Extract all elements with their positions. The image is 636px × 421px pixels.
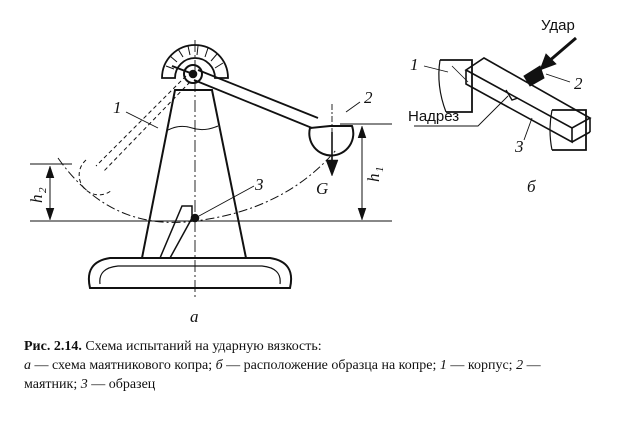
callout-pendulum-b: 2 — [574, 74, 583, 93]
right-support-break — [549, 109, 553, 151]
h2-arrow-bottom — [45, 207, 55, 221]
machine-base-inner — [99, 265, 281, 285]
svg-text:h: h — [364, 174, 383, 183]
leader-3 — [198, 185, 255, 217]
svg-text:1: 1 — [374, 167, 386, 173]
leader-2 — [345, 101, 361, 113]
left-support — [440, 59, 473, 113]
leader-notch — [414, 95, 509, 127]
part-label-b: б — [527, 177, 536, 196]
weight-force-arrowhead — [325, 159, 339, 177]
callout-specimen-a: 3 — [254, 175, 264, 194]
figure-caption: Рис. 2.14. Схема испытаний на ударную вя… — [24, 337, 620, 394]
callout-housing-b: 1 — [410, 55, 419, 74]
dial-ticks — [165, 45, 224, 70]
pivot-hub — [183, 64, 203, 84]
leader-b1 — [423, 65, 449, 73]
weight-label: G — [316, 179, 328, 198]
specimen-support — [159, 205, 193, 259]
caption-title-line: Рис. 2.14. Схема испытаний на ударную вя… — [24, 337, 620, 356]
impact-arrowhead — [539, 53, 557, 71]
callout-housing-a: 1 — [113, 98, 122, 117]
leader-b3 — [523, 117, 533, 141]
callout-pendulum-a: 2 — [364, 88, 373, 107]
specimen-placement-scheme — [414, 36, 592, 151]
pendulum-arm — [193, 69, 319, 129]
leader-1 — [125, 111, 159, 129]
caption-t3: — образец — [87, 377, 156, 392]
dial-pointer — [171, 65, 194, 75]
swing-arc — [57, 149, 337, 223]
right-support — [552, 109, 587, 151]
caption-number: Рис. 2.14. — [24, 339, 82, 354]
caption-a-letter: а — [24, 358, 31, 373]
caption-t2: — — [523, 358, 541, 373]
specimen-bar-front — [465, 70, 573, 144]
caption-n3: 3 — [80, 377, 88, 392]
machine-housing — [141, 89, 247, 259]
caption-n2: 2 — [516, 358, 524, 373]
notch — [505, 89, 519, 101]
caption-b-text: — расположение образца на копре; — [222, 358, 440, 373]
leader-b2 — [545, 73, 571, 83]
notch-label: Надрез — [408, 108, 459, 125]
h2-label: h 2 — [27, 187, 49, 203]
callout-specimen-b: 3 — [514, 137, 524, 156]
impact-arrow — [547, 36, 577, 64]
caption-legend: а — схема маятникового копра; б — распол… — [24, 356, 620, 394]
machine-base — [88, 257, 292, 289]
caption-t2b: маятник; — [24, 377, 81, 392]
scale-dial — [161, 44, 229, 79]
impact-label: Удар — [541, 17, 575, 34]
caption-n1: 1 — [439, 358, 447, 373]
caption-title: Схема испытаний на ударную вязкость: — [85, 339, 322, 354]
h2-arrow-top — [45, 165, 55, 179]
h1-label: h 1 — [364, 167, 386, 183]
left-support-break — [438, 59, 447, 113]
pendulum-machine-scheme — [30, 40, 392, 298]
pendulum-arm-after — [95, 75, 191, 173]
striker — [523, 65, 545, 87]
caption-b-letter: б — [215, 358, 223, 373]
pendulum-head-after — [78, 159, 113, 196]
h1-arrow-bottom — [357, 207, 367, 221]
pendulum-head — [308, 125, 355, 157]
caption-a-text: — схема маятникового копра; — [31, 358, 216, 373]
h1-arrow-top — [357, 125, 367, 139]
svg-text:h: h — [27, 195, 46, 204]
specimen-bar-edge2 — [571, 131, 591, 143]
caption-t1: — корпус; — [446, 358, 517, 373]
svg-text:2: 2 — [37, 187, 49, 193]
part-label-a: а — [190, 307, 199, 326]
housing-break-line — [167, 125, 219, 131]
